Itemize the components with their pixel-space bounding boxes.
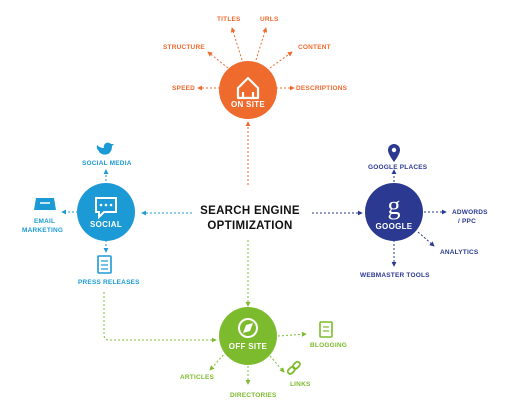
branch-content	[269, 51, 293, 69]
inbox-tray-icon	[34, 198, 56, 210]
house-icon	[236, 76, 260, 100]
link-chain-icon	[286, 360, 301, 375]
google-item-webmaster-tools: WEBMASTER TOOLS	[360, 272, 430, 279]
onsite-label: ON SITE	[230, 100, 266, 109]
center-title: SEARCH ENGINE OPTIMIZATION	[180, 204, 320, 234]
branch-titles	[230, 27, 243, 61]
branch-blogging	[277, 331, 307, 337]
map-pin-icon	[388, 144, 400, 162]
offsite-item-directories: DIRECTORIES	[230, 392, 277, 399]
compass-icon	[238, 318, 258, 338]
blog-document-icon	[319, 321, 333, 338]
branch-analytics	[417, 231, 435, 247]
branch-structure	[207, 51, 229, 69]
document-icon	[97, 255, 112, 274]
social-item-social-media: SOCIAL MEDIA	[82, 160, 132, 167]
center-title-line1: SEARCH ENGINE	[200, 205, 300, 217]
onsite-item-descriptions: DESCRIPTIONS	[296, 85, 348, 92]
onsite-item-urls: URLS	[260, 16, 279, 23]
offsite-item-articles: ARTICLES	[180, 374, 215, 381]
offsite-label: OFF SITE	[228, 342, 268, 351]
social-item-marketing: MARKETING	[22, 227, 64, 234]
social-item-email: EMAIL	[34, 218, 56, 225]
branch-urls	[255, 27, 268, 61]
onsite-item-titles: TITLES	[217, 16, 241, 23]
google-item-adwords: ADWORDS	[452, 209, 488, 216]
branch-articles	[209, 351, 227, 371]
onsite-item-structure: STRUCTURE	[163, 44, 205, 51]
onsite-item-content: CONTENT	[298, 44, 331, 51]
chat-bubble-icon	[95, 197, 117, 220]
google-g-icon: g	[388, 191, 401, 220]
google-hub	[365, 183, 423, 241]
twitter-bird-icon	[96, 142, 114, 155]
connector-press-offsite	[103, 292, 217, 343]
google-item-places: GOOGLE PLACES	[368, 164, 428, 171]
social-item-press-releases: PRESS RELEASES	[78, 279, 140, 286]
social-label: SOCIAL	[89, 220, 123, 229]
google-item-analytics: ANALYTICS	[440, 249, 479, 256]
center-title-line2: OPTIMIZATION	[207, 220, 293, 232]
onsite-hub	[219, 61, 277, 119]
onsite-item-speed: SPEED	[172, 85, 196, 92]
offsite-item-links: LINKS	[290, 381, 311, 388]
offsite-item-blogging: BLOGGING	[310, 342, 347, 349]
google-label: GOOGLE	[375, 222, 413, 231]
branch-links	[269, 355, 285, 373]
google-item-ppc: / PPC	[458, 218, 476, 225]
